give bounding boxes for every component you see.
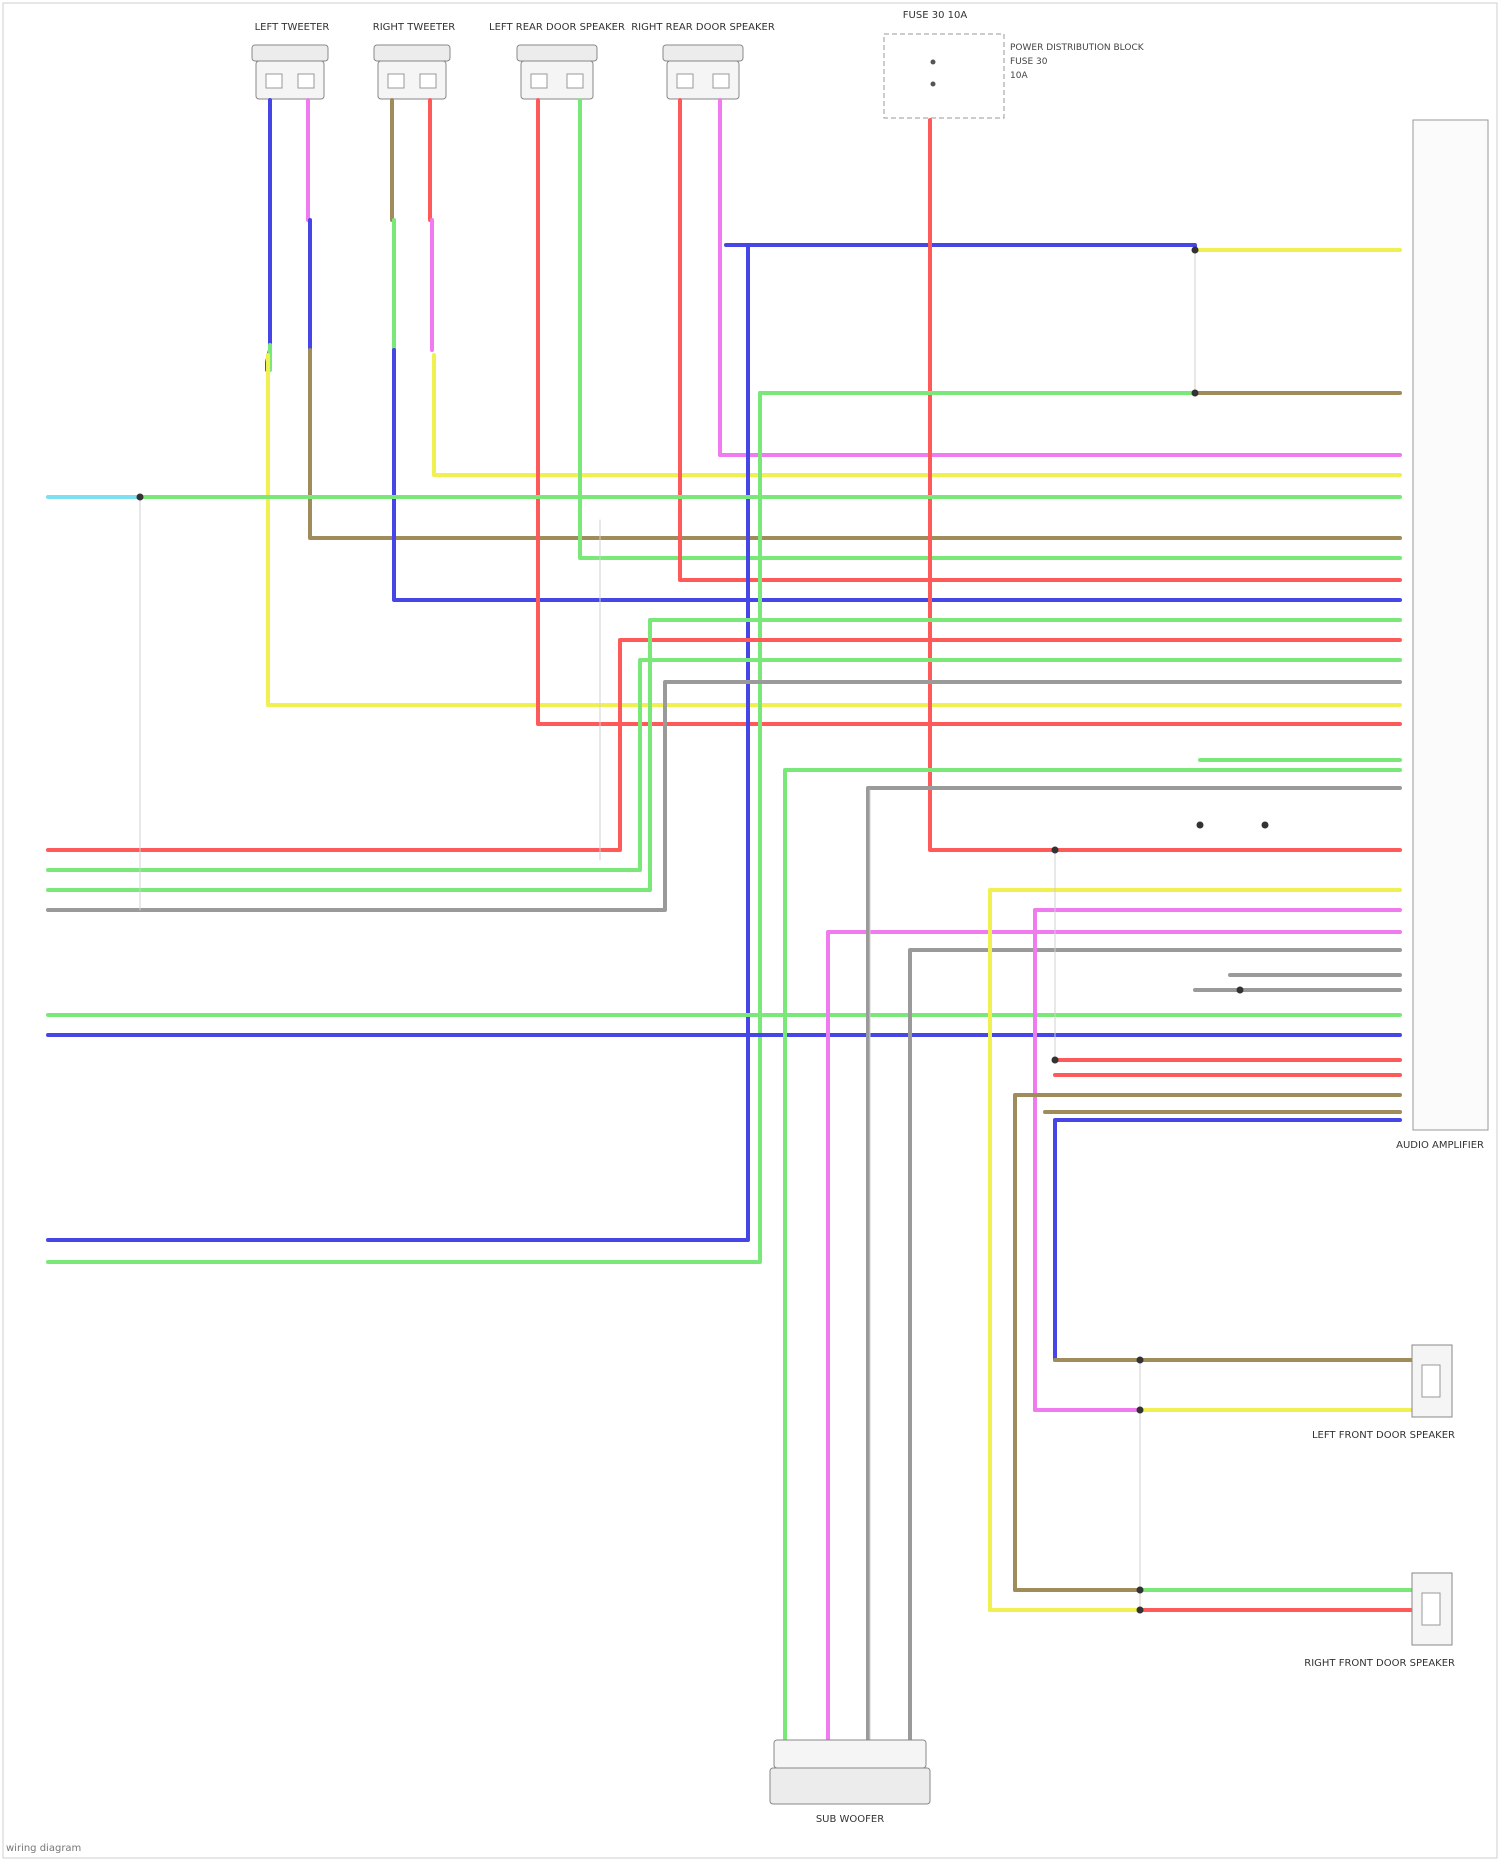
splice-dot <box>1052 847 1059 854</box>
splice-dot <box>1137 1357 1144 1364</box>
left-tweeter-label: LEFT TWEETER <box>255 22 330 33</box>
splice-dot <box>1192 247 1199 254</box>
subwoofer-label: SUB WOOFER <box>816 1814 884 1825</box>
splice-dot <box>1137 1587 1144 1594</box>
splice-dot <box>1052 1057 1059 1064</box>
right-tweeter-label: RIGHT TWEETER <box>373 22 456 33</box>
splice-dot <box>1137 1607 1144 1614</box>
fuse-block-label: FUSE 30 10A <box>903 10 968 21</box>
splice-dot <box>1237 987 1244 994</box>
module-caption: AUDIO AMPLIFIER <box>1396 1140 1484 1151</box>
fuse-note-1: POWER DISTRIBUTION BLOCK <box>1010 43 1145 53</box>
left-rear-door-speaker-label: LEFT REAR DOOR SPEAKER <box>489 22 625 33</box>
fuse-note-2: FUSE 30 <box>1010 57 1048 67</box>
right-front-door-speaker-label: RIGHT FRONT DOOR SPEAKER <box>1304 1658 1455 1669</box>
footer-caption: wiring diagram <box>6 1843 81 1854</box>
left-front-door-speaker-label: LEFT FRONT DOOR SPEAKER <box>1312 1430 1455 1441</box>
splice-dot <box>1192 390 1199 397</box>
splice-dot <box>1137 1407 1144 1414</box>
splice-dot <box>137 494 144 501</box>
splice-dot <box>1197 822 1204 829</box>
fuse-note-3: 10A <box>1010 71 1028 81</box>
splice-dot <box>1262 822 1269 829</box>
right-rear-door-speaker-label: RIGHT REAR DOOR SPEAKER <box>631 22 775 33</box>
